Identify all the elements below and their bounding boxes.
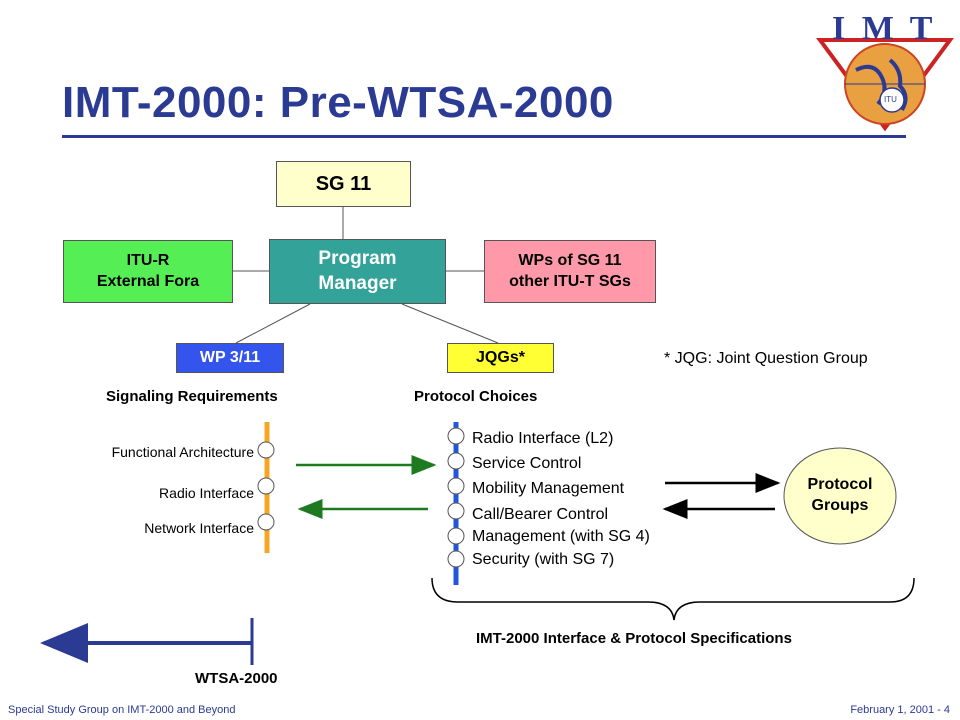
signaling-heading: Signaling Requirements	[106, 388, 278, 405]
protocol-node-security	[447, 550, 465, 568]
wp311-box: WP 3/11	[176, 343, 284, 373]
curly-brace	[431, 577, 915, 621]
footnote: * JQG: Joint Question Group	[664, 350, 868, 367]
protocol-groups-label: Protocol Groups	[784, 474, 896, 516]
footer-right: February 1, 2001 - 4	[850, 704, 950, 716]
signaling-item: Network Interface	[144, 520, 254, 536]
jqgs-box: JQGs*	[447, 343, 554, 373]
program-manager-line-1: Program	[318, 247, 397, 269]
wp311-label: WP 3/11	[199, 348, 261, 366]
signaling-node-network-interface	[257, 513, 275, 531]
protocol-groups-line-1: Protocol	[807, 476, 873, 493]
brace-label: IMT-2000 Interface & Protocol Specificat…	[476, 630, 792, 647]
wps-line-1: WPs of SG 11	[518, 251, 622, 269]
program-manager-box: Program Manager	[269, 239, 446, 304]
connector-pm-jqgs	[401, 303, 499, 344]
wps-box: WPs of SG 11 other ITU-T SGs	[484, 240, 656, 303]
program-manager-line-2: Manager	[318, 272, 397, 294]
protocol-node-radio-interface-l2	[447, 427, 465, 445]
connector-pm-wp311	[235, 303, 311, 344]
wps-line-2: other ITU-T SGs	[509, 272, 631, 290]
signaling-node-functional-architecture	[257, 441, 275, 459]
signaling-item: Radio Interface	[159, 485, 254, 501]
protocol-item: Call/Bearer Control	[472, 506, 609, 523]
protocol-item: Radio Interface (L2)	[472, 430, 614, 447]
itu-r-line-1: ITU-R	[126, 251, 170, 269]
signaling-node-radio-interface	[257, 477, 275, 495]
protocol-item: Security (with SG 7)	[472, 551, 615, 568]
logo-text: I M T	[832, 10, 937, 47]
protocol-node-mobility-management	[447, 477, 465, 495]
protocol-item: Service Control	[472, 455, 582, 472]
protocol-groups-line-2: Groups	[811, 497, 869, 514]
logo-emblem-text: ITU	[884, 95, 897, 104]
protocol-node-management	[447, 527, 465, 545]
sg11-box: SG 11	[276, 161, 411, 207]
itu-r-box: ITU-R External Fora	[63, 240, 233, 303]
signaling-item: Functional Architecture	[111, 444, 254, 460]
protocol-node-service-control	[447, 452, 465, 470]
protocol-heading: Protocol Choices	[414, 388, 538, 405]
sg11-label: SG 11	[315, 173, 372, 195]
footer-left: Special Study Group on IMT-2000 and Beyo…	[8, 704, 236, 716]
itu-r-line-2: External Fora	[96, 272, 200, 290]
protocol-item: Management (with SG 4)	[472, 528, 650, 545]
protocol-groups-ellipse	[783, 447, 897, 545]
jqgs-label: JQGs*	[476, 348, 525, 366]
protocol-node-call-bearer-control	[447, 502, 465, 520]
protocol-item: Mobility Management	[472, 480, 625, 497]
imt-logo-icon	[816, 38, 954, 132]
title-rule	[62, 135, 906, 138]
wtsa-label: WTSA-2000	[195, 670, 278, 687]
page-title: IMT-2000: Pre-WTSA-2000	[62, 78, 614, 127]
